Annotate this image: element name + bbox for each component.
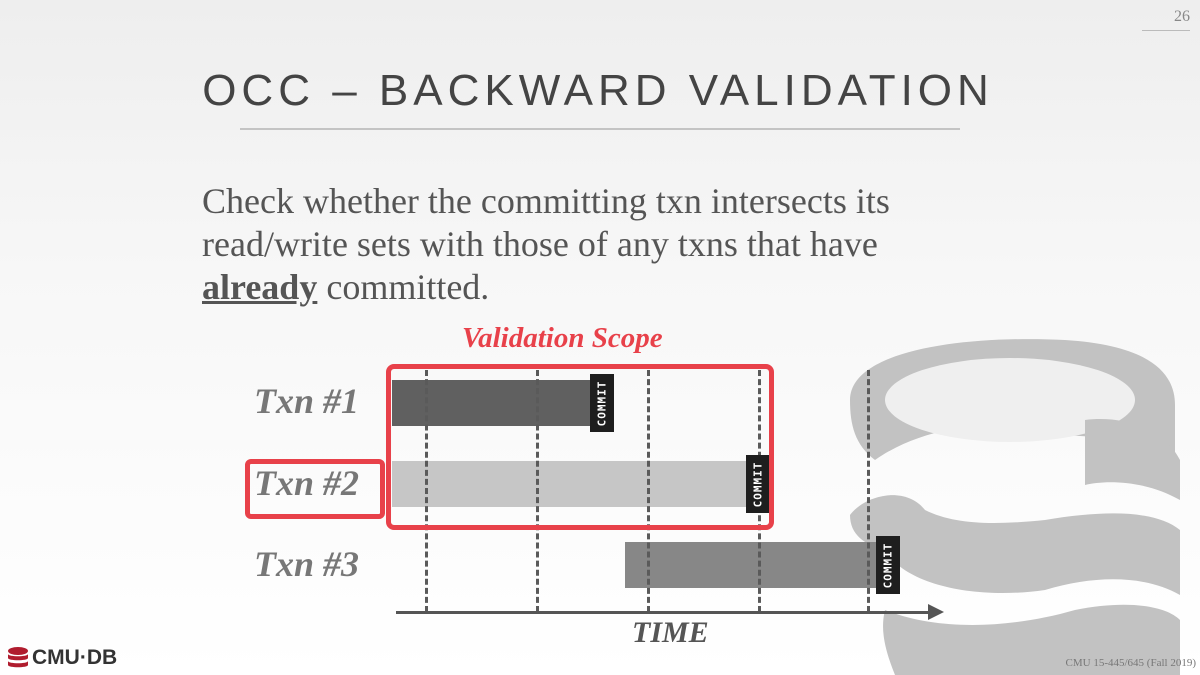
time-marker [647, 370, 650, 612]
body-text-emphasis: already [202, 267, 318, 307]
commit-marker: COMMIT [876, 536, 900, 594]
course-footer: CMU 15-445/645 (Fall 2019) [1065, 657, 1196, 669]
body-text-start: Check whether the committing txn interse… [202, 181, 890, 264]
validation-scope-box [386, 364, 774, 530]
commit-marker: COMMIT [746, 455, 770, 513]
commit-marker: COMMIT [590, 374, 614, 432]
brand-text: CMU·DB [32, 646, 118, 669]
txn-label: Txn #1 [254, 381, 360, 421]
txn-bar [625, 542, 877, 588]
time-axis [396, 611, 934, 614]
txn-label: Txn #3 [254, 544, 360, 584]
time-marker [867, 370, 870, 612]
database-icon [8, 647, 28, 668]
txn-bar [392, 461, 748, 507]
validation-scope-label: Validation Scope [462, 322, 663, 354]
time-marker [425, 370, 428, 612]
slide-title: OCC – BACKWARD VALIDATION [202, 66, 994, 115]
body-text-end: committed. [317, 267, 490, 307]
brand-logo: CMU·DB [6, 646, 117, 670]
time-axis-arrowhead-icon [928, 604, 944, 620]
time-axis-label: TIME [632, 616, 709, 649]
txn-label: Txn #2 [254, 463, 360, 503]
txn-highlight-box [245, 459, 385, 519]
title-divider [240, 128, 960, 130]
commit-label: COMMIT [881, 542, 895, 588]
slide-number: 26 [1142, 8, 1190, 31]
database-logo-icon [850, 339, 1180, 675]
time-marker [536, 370, 539, 612]
body-text: Check whether the committing txn interse… [202, 180, 1002, 309]
